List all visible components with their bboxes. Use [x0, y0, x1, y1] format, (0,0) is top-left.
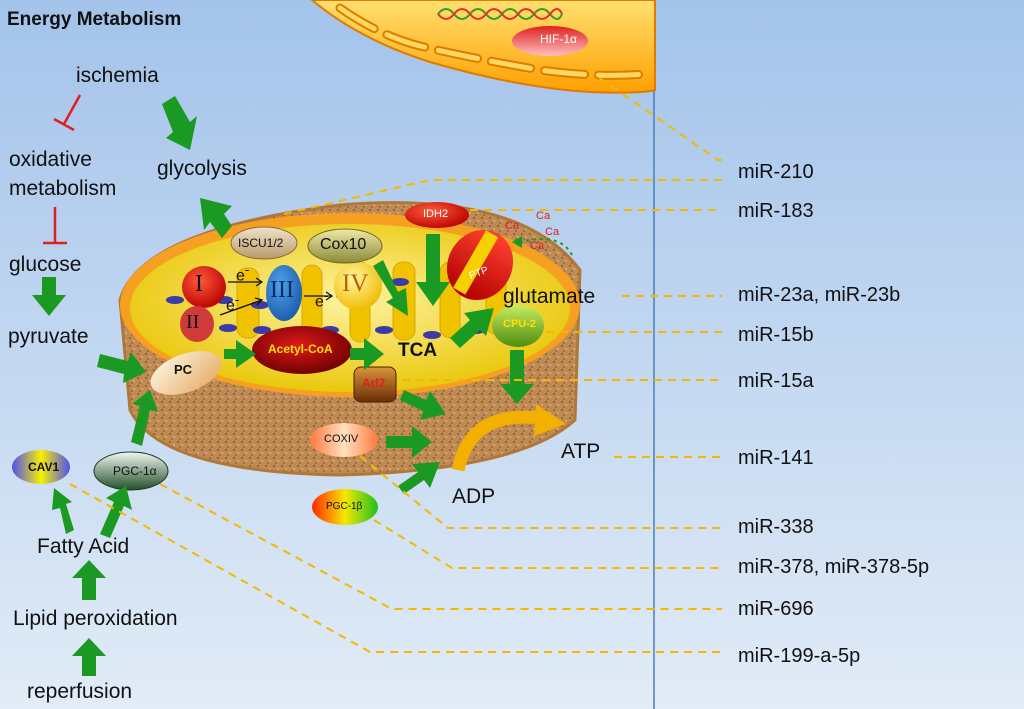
coxiv-shape: [310, 423, 378, 457]
mirna-210-label: miR-210: [738, 161, 814, 183]
arrow-fatty-acid-cav1: [52, 488, 74, 534]
complex-iii-label: III: [270, 277, 294, 303]
arrow-fatty-acid-pgc1a: [100, 486, 132, 538]
mirna-338-label: miR-338: [738, 516, 814, 538]
arrow-acetylcoa-tca: [350, 338, 384, 370]
dna-helix-icon: [437, 8, 563, 20]
acetyl-coa-shape: [252, 326, 352, 374]
cav1-shape: [12, 450, 70, 484]
pgc1a-shape: [93, 451, 169, 491]
lipid-peroxidation-label: Lipid peroxidation: [13, 607, 178, 630]
cox10-shape: [307, 228, 383, 264]
glutamate-label: glutamate: [503, 285, 596, 308]
iscu-shape: [230, 226, 298, 260]
mirna-connectors: [69, 69, 728, 653]
arrow-tca-glutamate: [450, 308, 494, 348]
arrow-glucose-pyruvate: [32, 277, 66, 316]
pgc1a-label: PGC-1α: [113, 464, 157, 478]
inhibit-ischemia-oxidative: [53, 94, 82, 132]
cpu2-label: CPU-2: [503, 318, 537, 330]
complex-ii-shape: [180, 306, 214, 342]
inhibit-oxidative-glucose: [43, 207, 67, 245]
ptp-shape: [446, 229, 514, 301]
electron-label-1: e-: [236, 262, 250, 285]
glucose-label: glucose: [9, 253, 82, 276]
arrow-reperfusion-lipid: [72, 638, 106, 676]
nucleus-shape: [310, 0, 656, 94]
acetyl-coa-label: Acetyl-CoA: [268, 342, 333, 356]
mirna-696-label: miR-696: [738, 598, 814, 620]
complex-ii-label: II: [186, 311, 200, 333]
iscu-label: ISCU1/2: [238, 236, 284, 250]
electron-label-2: e-: [226, 292, 240, 315]
calcium-label-3: Ca: [530, 240, 545, 252]
idh2-shape: [405, 202, 469, 228]
mirna-23a-23b-label: miR-23a, miR-23b: [738, 284, 901, 306]
adp-label: ADP: [452, 485, 496, 508]
calcium-label-1: Ca: [505, 220, 520, 232]
metabolism-label: metabolism: [9, 177, 117, 200]
mirna-15b-label: miR-15b: [738, 324, 814, 346]
pyruvate-label: pyruvate: [8, 325, 89, 348]
complex-i-label: I: [195, 271, 203, 297]
arrow-cpu2-adp: [500, 350, 534, 404]
electron-arrows: [219, 277, 334, 316]
tca-label: TCA: [398, 340, 438, 361]
atp-label: ATP: [561, 440, 601, 463]
arrow-arl2-adp: [400, 390, 446, 420]
oxidative-label: oxidative: [9, 148, 92, 171]
fatty-acid-label: Fatty Acid: [37, 535, 130, 558]
arrow-pgc1b-adp: [398, 462, 440, 494]
pgc1b-shape: [312, 489, 378, 525]
complex-iv-shape: [334, 262, 382, 310]
calcium-label-2: Ca: [536, 210, 551, 222]
arl2-shape: [353, 366, 397, 403]
arrow-idh2-tca: [416, 234, 450, 306]
arrow-lipid-fatty-acid: [72, 560, 106, 600]
ischemia-label: ischemia: [76, 64, 159, 87]
complex-iv-label: IV: [342, 270, 369, 297]
calcium-flow-arrow: [519, 238, 573, 256]
arrow-ischemia-glycolysis: [162, 96, 197, 150]
pgc1b-label: PGC-1β: [326, 501, 363, 512]
complex-iii-shape: [266, 265, 302, 321]
pc-shape: [150, 351, 222, 395]
green-arrows: [32, 96, 534, 676]
mirna-15a-label: miR-15a: [738, 370, 814, 392]
diagram-title: Energy Metabolism: [7, 9, 182, 30]
cav1-label: CAV1: [28, 460, 60, 474]
arrow-pc-acetylcoa: [224, 340, 256, 368]
atp-cycle-arrow: [451, 410, 541, 472]
electron-label-3: e-: [315, 288, 329, 311]
arrow-iscu-glycolysis: [200, 198, 232, 238]
cox10-label: Cox10: [320, 236, 367, 253]
mirna-199a5p-label: miR-199-a-5p: [738, 645, 861, 667]
arrow-pyruvate-pc: [97, 352, 146, 383]
arrow-cox10-tca: [373, 260, 408, 316]
complex-i-shape: [182, 266, 226, 308]
pc-label: PC: [174, 362, 193, 377]
coxiv-label: COXIV: [324, 433, 359, 445]
hif1a-label: HIF-1α: [540, 32, 577, 46]
arl2-label: Arl2: [362, 376, 386, 390]
mirna-378-label: miR-378, miR-378-5p: [738, 556, 930, 578]
mirna-183-label: miR-183: [738, 200, 814, 222]
glycolysis-label: glycolysis: [157, 157, 247, 180]
arrow-pgc1a-pc: [131, 390, 158, 446]
reperfusion-label: reperfusion: [27, 680, 133, 703]
hif1a-shape: [512, 26, 588, 56]
calcium-label-4: Ca: [545, 226, 560, 238]
idh2-label: IDH2: [423, 208, 449, 220]
mirna-141-label: miR-141: [738, 447, 814, 469]
arrow-coxiv-adp: [386, 426, 432, 458]
cpu2-shape: [492, 305, 544, 347]
